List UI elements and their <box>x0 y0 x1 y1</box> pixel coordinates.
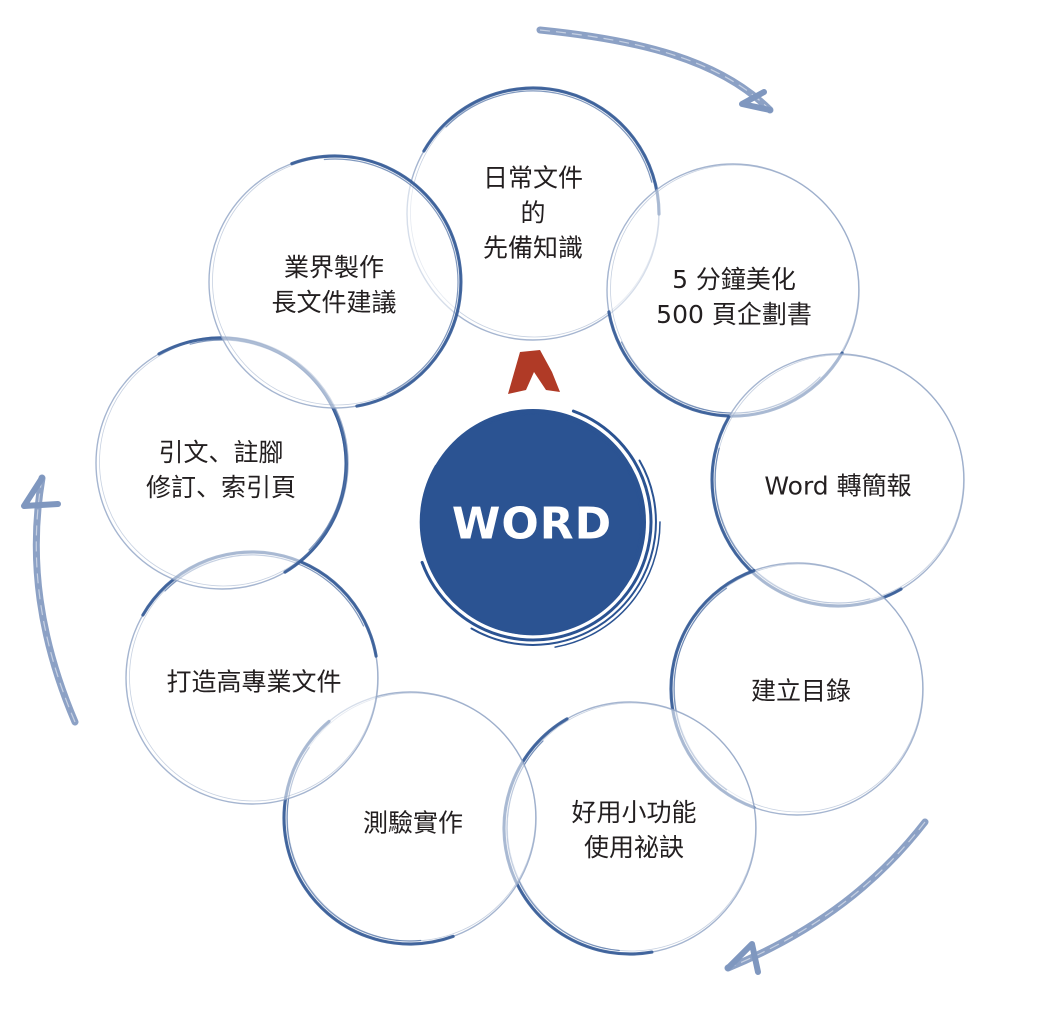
node-line: 業界製作 <box>283 253 385 282</box>
node-line: 先備知識 <box>482 233 584 263</box>
node-line: 引文、註腳 <box>158 438 284 467</box>
node-line: 500 頁企劃書 <box>656 300 812 329</box>
node-label-citations-index: 引文、註腳 修訂、索引頁 <box>146 435 296 505</box>
node-label-test-practice: 測驗實作 <box>363 806 463 841</box>
node-line: 日常文件 <box>482 163 584 193</box>
node-line: 使用祕訣 <box>583 833 685 862</box>
node-label-handy-tips: 好用小功能 使用祕訣 <box>571 795 696 865</box>
ring-brush-stroke-inner <box>323 158 459 395</box>
node-line: 5 分鐘美化 <box>672 265 796 294</box>
center-brush-swirl <box>478 413 642 560</box>
node-line: 建立目錄 <box>750 676 852 706</box>
ring-brush-stroke <box>290 154 463 408</box>
arrow-texture <box>539 29 771 111</box>
node-label-industry-advice: 業界製作 長文件建議 <box>271 250 396 320</box>
arrow-texture <box>35 477 76 723</box>
arrow-head <box>739 89 773 113</box>
red-brush-flag-icon <box>508 350 560 394</box>
ring-brush-stroke <box>422 86 661 216</box>
cycle-arrow-3 <box>21 474 79 726</box>
center-brush-swirl <box>419 464 621 636</box>
arrow-layer <box>21 26 929 975</box>
center-brush-swirl <box>554 521 661 648</box>
node-line: 測驗實作 <box>362 808 464 838</box>
node-ring-industry-advice <box>208 154 463 409</box>
word-center-circle <box>419 350 661 648</box>
center-brush-swirl <box>470 459 657 646</box>
center-fill <box>420 409 646 635</box>
arrow-shaft <box>32 474 79 726</box>
cycle-arrow-2 <box>724 818 929 975</box>
node-label-daily-docs: 日常文件 的 先備知識 <box>483 161 583 266</box>
cycle-arrow-1 <box>536 26 774 114</box>
arrow-head <box>725 941 761 975</box>
node-label-beautify-proposal: 5 分鐘美化 500 頁企劃書 <box>656 262 812 332</box>
ring-brush-stroke-inner <box>445 90 653 183</box>
node-line: 的 <box>520 198 546 228</box>
node-line: 打造高專業文件 <box>166 667 342 697</box>
node-label-word-to-slides: Word 轉簡報 <box>764 469 911 504</box>
node-line: 長文件建議 <box>271 288 397 317</box>
center-word-label: WORD <box>451 498 613 550</box>
node-label-pro-documents: 打造高專業文件 <box>166 665 341 700</box>
node-line: 修訂、索引頁 <box>145 473 297 502</box>
node-line: 好用小功能 <box>571 798 697 827</box>
arrow-texture <box>727 821 926 969</box>
arrow-head <box>21 475 61 509</box>
arrow-shaft <box>724 818 929 972</box>
node-line: Word 轉簡報 <box>764 471 912 501</box>
center-brush-swirl <box>420 409 653 642</box>
ring-layer <box>95 86 965 956</box>
node-label-build-toc: 建立目錄 <box>751 674 851 709</box>
node-ring-beautify-proposal <box>606 163 860 418</box>
